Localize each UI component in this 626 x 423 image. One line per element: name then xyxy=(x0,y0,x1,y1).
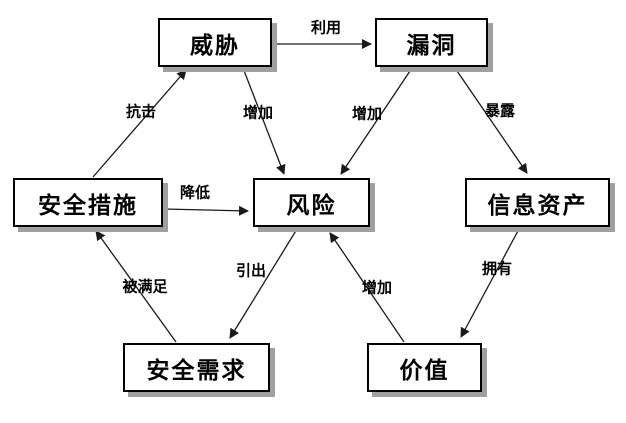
edge-label-own: 拥有 xyxy=(481,259,513,278)
node-value: 价值 xyxy=(367,343,482,392)
arrow-increase-threat xyxy=(242,67,286,175)
node-security-requirements: 安全需求 xyxy=(123,343,270,392)
node-vulnerability: 漏洞 xyxy=(375,18,488,67)
edge-label-elicit: 引出 xyxy=(235,261,267,280)
arrow-elicit xyxy=(229,228,298,339)
edge-label-resist: 抗击 xyxy=(125,102,157,121)
edge-label-increase-threat: 增加 xyxy=(242,103,274,122)
arrow-own xyxy=(460,228,520,338)
edge-label-expose: 暴露 xyxy=(484,101,516,120)
edge-label-reduce: 降低 xyxy=(179,183,211,202)
edge-label-exploit: 利用 xyxy=(310,18,342,37)
arrow-satisfied xyxy=(95,230,177,343)
node-risk: 风险 xyxy=(253,178,370,227)
node-threat: 威胁 xyxy=(158,18,272,67)
edge-label-satisfied: 被满足 xyxy=(122,277,168,296)
arrow-expose xyxy=(454,67,528,174)
edge-label-increase-value: 增加 xyxy=(361,278,393,297)
node-information-assets: 信息资产 xyxy=(465,178,610,227)
node-security-measures: 安全措施 xyxy=(13,178,163,227)
arrow-increase-vuln xyxy=(340,67,413,175)
arrow-reduce xyxy=(163,205,249,216)
arrow-resist xyxy=(92,69,187,178)
edge-label-increase-vuln: 增加 xyxy=(351,104,383,123)
arrow-increase-value xyxy=(329,232,405,343)
